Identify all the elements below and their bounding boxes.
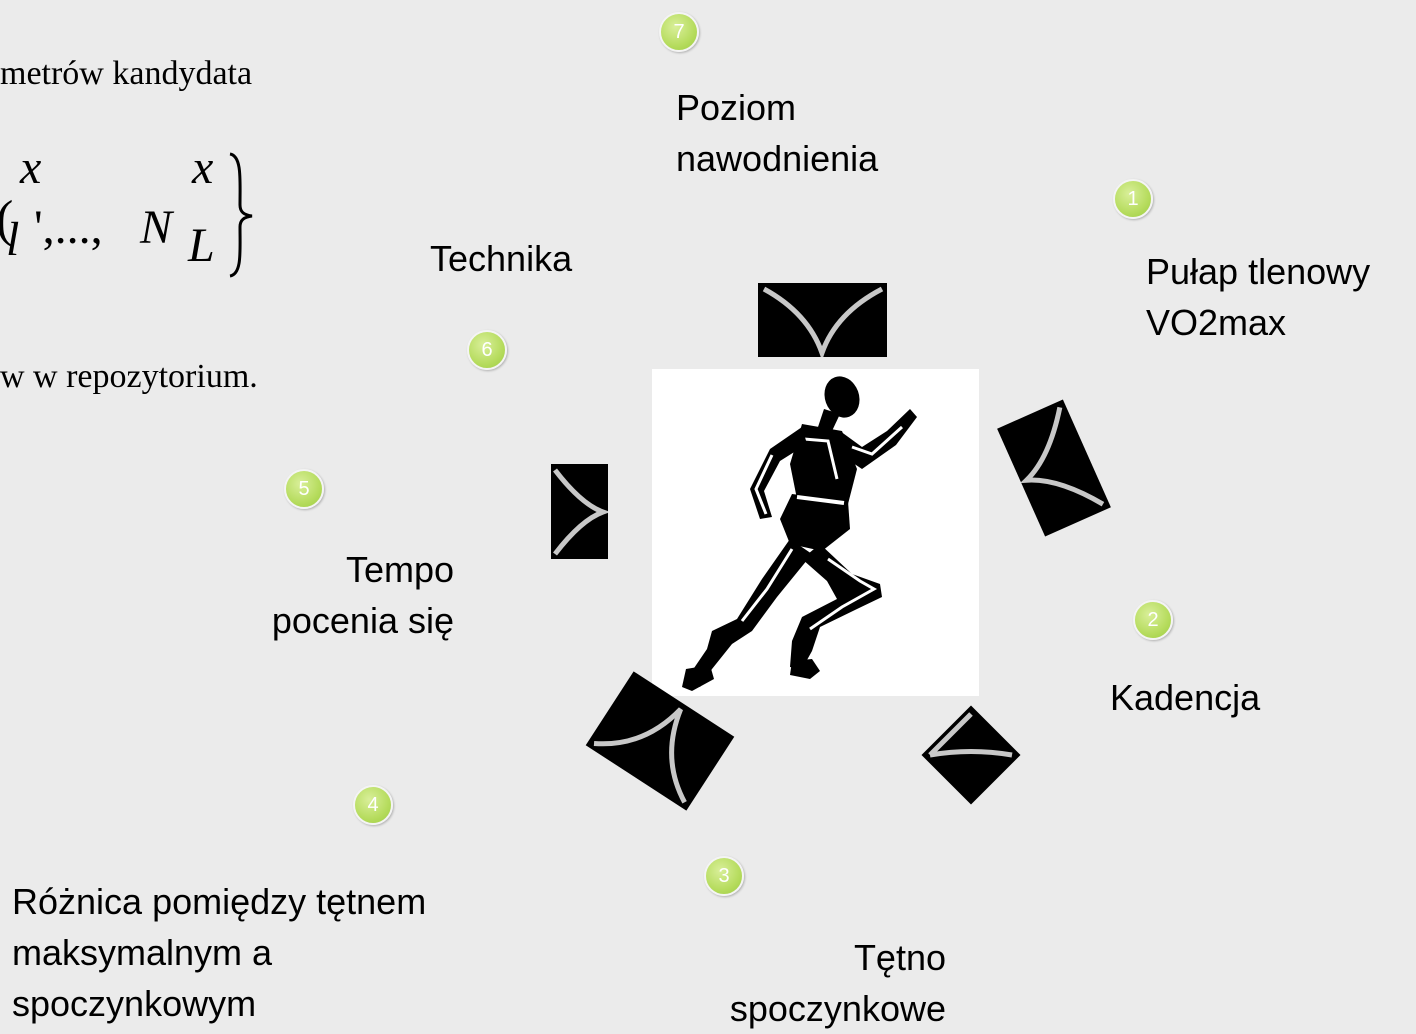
runner-image (652, 369, 979, 696)
badge-2: 2 (1133, 600, 1173, 640)
badge-5: 5 (284, 469, 324, 509)
runner-icon (682, 376, 917, 691)
formula-brace-left: ( (0, 190, 13, 249)
slide-text-line2: w w repozytorium. (0, 358, 258, 395)
arrow-bottom-left (585, 671, 735, 811)
badge-1: 1 (1113, 179, 1153, 219)
label-tempo-pocenia: Tempo pocenia się (271, 549, 454, 641)
chevron-icon (553, 468, 608, 556)
formula: x x ( l ',..., N L (0, 140, 270, 280)
chevron-icon (593, 707, 687, 804)
label-technika: Technika (430, 238, 573, 279)
arrow-right-lower (921, 705, 1021, 805)
formula-brace-right (229, 152, 253, 278)
arrow-top (758, 283, 887, 357)
formula-base-n: N (140, 201, 173, 254)
formula-sup-right: x (192, 141, 214, 194)
label-tetno-spoczynkowe: Tętno spoczynkowe (729, 937, 946, 1029)
label-roznica-tetna: Różnica pomiędzy tętnem maksymalnym a sp… (12, 881, 427, 1024)
arrow-left (551, 464, 608, 559)
slide-text-line1: metrów kandydata (0, 55, 253, 92)
arrow-right-upper (997, 399, 1111, 537)
label-poziom-nawodnienia: Poziom nawodnienia (676, 87, 879, 179)
chevron-icon (1019, 406, 1105, 507)
badge-4: 4 (353, 785, 393, 825)
formula-base-l: l (6, 213, 20, 266)
formula-base-l2: L (188, 219, 215, 272)
badge-6: 6 (467, 330, 507, 370)
chevron-icon (928, 712, 1013, 758)
badge-3: 3 (704, 856, 744, 896)
formula-sup-left: x (20, 141, 42, 194)
chevron-icon (762, 286, 884, 357)
formula-ellipsis: ',..., (34, 201, 103, 254)
label-pulap-tlenowy: Pułap tlenowy VO2max (1146, 251, 1371, 343)
badge-7: 7 (659, 12, 699, 52)
label-kadencja: Kadencja (1110, 677, 1261, 718)
